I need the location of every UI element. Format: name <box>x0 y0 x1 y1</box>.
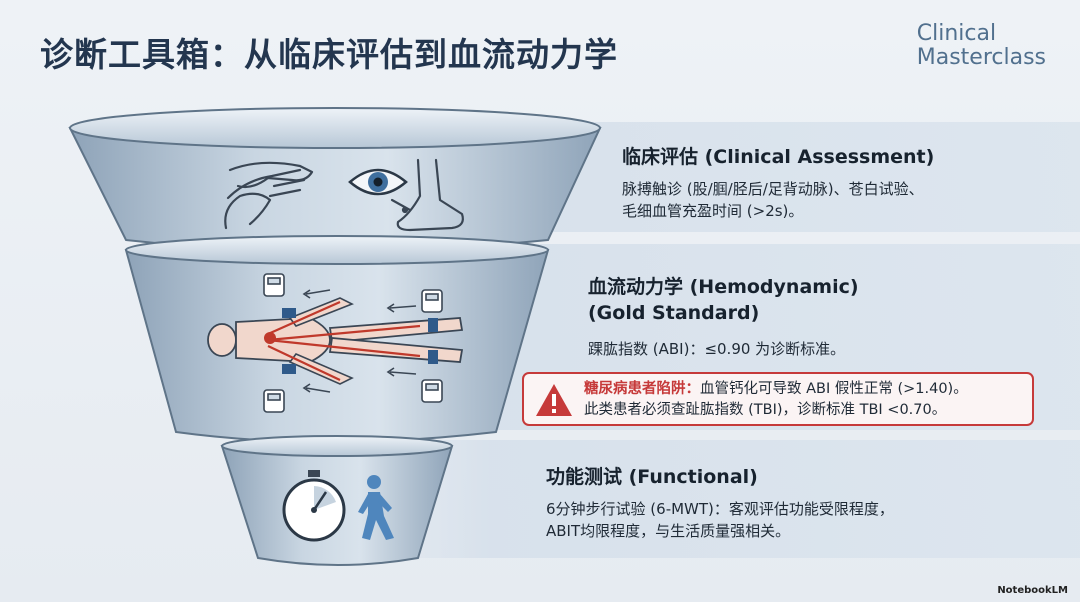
funnel-tier-3 <box>220 435 454 566</box>
brand-line-2: Masterclass <box>916 45 1046 70</box>
warning-text: 糖尿病患者陷阱：血管钙化可导致 ABI 假性正常 (>1.40)。 此类患者必须… <box>584 379 968 421</box>
walking-person-icon <box>358 475 394 540</box>
eye-icon <box>348 168 408 196</box>
brand-line-1: Clinical <box>916 21 997 46</box>
tier-3-heading: 功能测试 (Functional) <box>546 466 758 488</box>
funnel-tier-2 <box>124 235 550 443</box>
tier-2-heading-line-1: 血流动力学 (Hemodynamic) <box>588 276 859 298</box>
warning-triangle-icon <box>536 384 572 416</box>
tier-3-line-1: 6分钟步行试验 (6-MWT)：客观评估功能受限程度， <box>546 500 894 518</box>
tier-1-line-1: 脉搏触诊 (股/腘/胫后/足背动脉)、苍白试验、 <box>622 180 924 198</box>
tier-2-heading-line-2: (Gold Standard) <box>588 302 760 324</box>
blood-pressure-monitor-icon <box>263 273 443 413</box>
pulse-palpation-hands-icon <box>224 161 314 230</box>
warning-line-2: 此类患者必须查趾肱指数 (TBI)，诊断标准 TBI <0.70。 <box>584 402 947 418</box>
warning-label: 糖尿病患者陷阱： <box>584 381 700 397</box>
tier-1-heading: 临床评估 (Clinical Assessment) <box>622 146 935 168</box>
stopwatch-icon <box>282 470 346 542</box>
tier-3-band <box>360 440 1080 558</box>
notebooklm-logo: NotebookLM <box>997 585 1068 596</box>
diabetic-warning-box: 糖尿病患者陷阱：血管钙化可导致 ABI 假性正常 (>1.40)。 此类患者必须… <box>522 372 1034 426</box>
page-title: 诊断工具箱：从临床评估到血流动力学 <box>40 35 618 74</box>
warning-line-1: 血管钙化可导致 ABI 假性正常 (>1.40)。 <box>700 381 968 397</box>
brand-logo: Clinical Masterclass <box>917 22 1046 70</box>
foot-icon <box>390 158 464 232</box>
tier-1-line-2: 毛细血管充盈时间 (>2s)。 <box>622 202 804 220</box>
tier-2-line-1: 踝肱指数 (ABI)：≤0.90 为诊断标准。 <box>588 340 846 358</box>
abi-measurement-body-icon <box>207 289 464 393</box>
tier-3-line-2: ABIT均限程度，与生活质量强相关。 <box>546 522 791 540</box>
funnel-tier-1 <box>68 107 602 252</box>
